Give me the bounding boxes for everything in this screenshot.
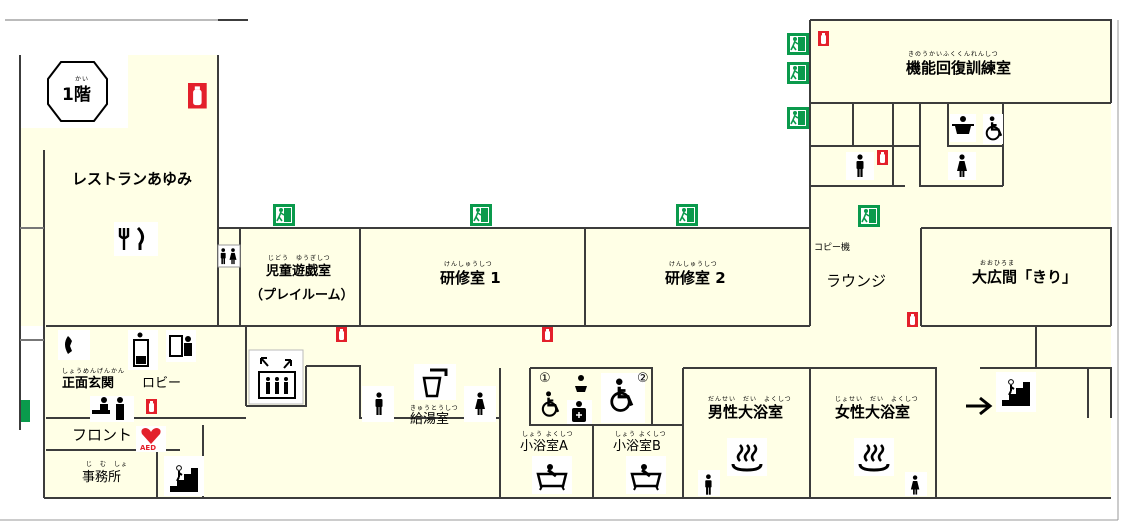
marker-two: ② — [637, 371, 649, 386]
mens-bath-ruby: だんせい だい よくしつ — [708, 396, 792, 403]
walls — [19, 19, 1112, 499]
training-room-1-label: 研修室 1 — [440, 269, 501, 287]
marker-one: ① — [539, 371, 551, 386]
ostomate-icon — [567, 400, 592, 424]
floor-label: 1階 — [62, 85, 91, 105]
vending-machine-icon — [128, 330, 158, 370]
diaper-changing-icon — [575, 114, 976, 392]
women-icon — [464, 152, 976, 496]
kitchenette-ruby: きゅうとうしつ — [410, 405, 459, 412]
aed-label: AED — [140, 444, 157, 452]
training-room-1-ruby: けんしゅうしつ — [444, 261, 493, 268]
kitchenette-label: 給湯室 — [410, 412, 450, 427]
play-room-label: 児童遊戯室 — [266, 264, 332, 279]
floor-area — [20, 20, 1111, 498]
womens-bath-label: 女性大浴室 — [835, 403, 911, 421]
small-bath-b-ruby: しょう よくしつ — [615, 431, 667, 438]
play-room-ruby: じどう ゆうぎしつ — [268, 255, 331, 262]
office-ruby: じ む しょ — [86, 461, 129, 468]
office-label: 事務所 — [82, 470, 122, 485]
floor-badge — [47, 61, 108, 122]
womens-bath-ruby: じょせい だい よくしつ — [835, 396, 919, 403]
entrance-ruby: しょうめんげんかん — [62, 368, 126, 375]
rehab-room-ruby: きのうかいふくくんれんしつ — [908, 51, 999, 58]
great-hall-ruby: おおひろま — [980, 260, 1016, 267]
training-room-2-label: 研修室 2 — [665, 269, 726, 287]
lounge-label: ラウンジ — [826, 272, 887, 290]
mens-bath-label: 男性大浴室 — [708, 403, 784, 421]
front-desk-label: フロント — [72, 426, 133, 444]
bath-icon — [532, 456, 666, 494]
floor-ruby: かい — [75, 76, 90, 83]
wheelchair-icon — [541, 114, 1003, 423]
great-hall-label: 大広間「きり」 — [972, 268, 1078, 286]
stairs-icon — [164, 372, 1036, 496]
small-bath-a-ruby: しょう よくしつ — [522, 431, 574, 438]
emergency-exit-icon — [272, 32, 881, 228]
arrow-right-icon — [966, 396, 993, 416]
elevator-icon — [248, 349, 304, 405]
entrance-label: 正面玄関 — [62, 376, 115, 391]
play-room-sub: （プレイルーム） — [250, 288, 354, 303]
small-bath-b-label: 小浴室B — [613, 439, 661, 454]
phone-icon — [58, 330, 90, 360]
hot-spring-icon — [727, 438, 894, 476]
restaurant-label: レストランあゆみ — [72, 170, 193, 188]
copier-label: コピー機 — [814, 243, 851, 253]
training-room-2-ruby: けんしゅうしつ — [669, 261, 718, 268]
restroom-icon — [217, 244, 241, 268]
restaurant-icon — [114, 222, 158, 256]
rehab-room-label: 機能回復訓練室 — [906, 59, 1012, 77]
ticket-machine-icon — [166, 330, 196, 362]
men-icon — [362, 152, 874, 496]
aed-icon — [136, 426, 166, 452]
reception-icon — [90, 396, 134, 422]
small-bath-a-label: 小浴室A — [520, 439, 568, 454]
lobby-label: ロビー — [142, 376, 182, 391]
drinking-water-icon — [414, 364, 456, 400]
